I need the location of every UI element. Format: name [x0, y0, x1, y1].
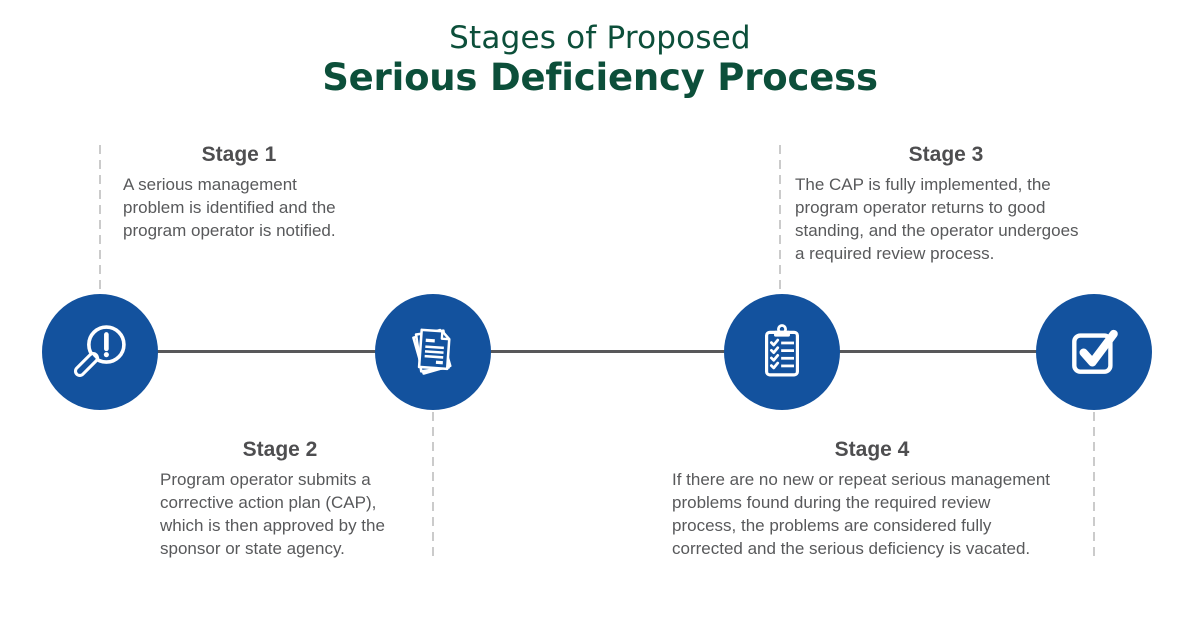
stage-1-description: A serious management problem is identifi… — [123, 175, 336, 240]
magnifier-alert-icon — [66, 318, 134, 386]
stage-1-dashed-connector — [99, 145, 101, 293]
stage-4-dashed-connector — [1093, 412, 1095, 556]
stage-4-block: Stage 4 If there are no new or repeat se… — [672, 438, 1072, 560]
timeline-line — [100, 350, 1094, 353]
documents-stack-icon — [399, 318, 467, 386]
stage-1-node — [42, 294, 158, 410]
title-line-2: Serious Deficiency Process — [322, 56, 878, 99]
checkbox-check-icon — [1059, 317, 1129, 387]
stage-1-title: Stage 1 — [201, 143, 277, 166]
stage-3-title: Stage 3 — [908, 143, 984, 166]
stage-1-block: Stage 1 A serious management problem is … — [123, 143, 355, 242]
title-line-1: Stages of Proposed — [449, 20, 751, 56]
stage-2-description: Program operator submits a corrective ac… — [160, 470, 385, 558]
stage-3-description: The CAP is fully implemented, the progra… — [795, 175, 1079, 263]
stage-2-block: Stage 2 Program operator submits a corre… — [160, 438, 400, 560]
stage-2-dashed-connector — [432, 412, 434, 558]
stage-2-title: Stage 2 — [242, 438, 318, 461]
stage-2-node — [375, 294, 491, 410]
stage-3-dashed-connector — [779, 145, 781, 293]
stage-3-node — [724, 294, 840, 410]
stage-4-title: Stage 4 — [834, 438, 910, 461]
checklist-clipboard-icon — [748, 318, 816, 386]
stage-3-block: Stage 3 The CAP is fully implemented, th… — [795, 143, 1097, 265]
stage-4-description: If there are no new or repeat serious ma… — [672, 470, 1050, 558]
stage-4-node — [1036, 294, 1152, 410]
